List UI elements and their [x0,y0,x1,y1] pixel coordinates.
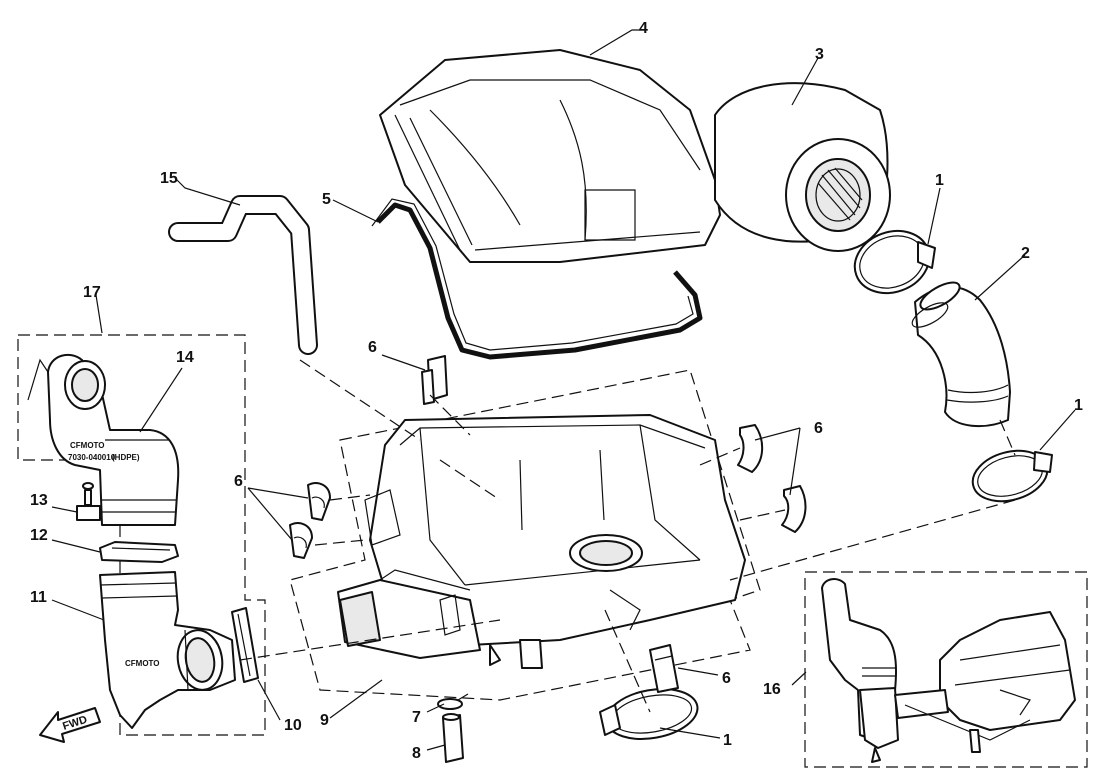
spring-clip-top [421,355,448,405]
group-16-dashed-box [804,571,1088,768]
callout-17: 17 [83,284,101,301]
callout-1-upper: 1 [935,172,944,189]
callout-14: 14 [176,349,194,366]
intake-duct-upper: CFMOTO 7030-040010 (HDPE) [27,353,180,526]
cover-gasket [371,198,703,360]
assembled-airbox-view [821,578,1076,763]
callout-16: 16 [763,681,781,698]
group-9-dashed-box [289,369,761,701]
callout-6-top: 6 [368,339,377,356]
spring-clip-left-a [307,482,331,521]
duct-clamp [231,607,259,683]
leader-lines [51,29,1076,751]
callout-3: 3 [815,46,824,63]
callout-1-right: 1 [1074,397,1083,414]
hose-clamp-lower [599,688,699,740]
callout-6-right: 6 [814,420,823,437]
airbox-lower-housing [337,414,746,669]
spring-clip-right-b [781,485,807,533]
drain-clamp [437,693,469,710]
callout-8: 8 [412,745,421,762]
spring-clip-right-a [737,424,764,473]
intake-duct-lower: CFMOTO [99,571,236,729]
fwd-direction-arrow: FWD [39,707,101,743]
callout-13: 13 [30,492,48,509]
hose-clamp-upper [853,229,936,295]
callout-5: 5 [322,191,331,208]
embossed-brand-lower: CFMOTO [125,659,160,668]
callout-12: 12 [30,527,48,544]
callout-6-left: 6 [234,473,243,490]
callout-4: 4 [639,20,648,37]
callout-7: 7 [412,709,421,726]
spring-clip-left-b [289,522,313,559]
breather-hose [168,195,318,355]
embossed-material: (HDPE) [112,453,140,462]
duct-seal [99,541,179,563]
air-filter-element [714,82,891,252]
embossed-part-number: 7030-040010 [68,453,116,462]
group-17-dashed-box [17,334,266,736]
callout-15: 15 [160,170,178,187]
callout-6-bottom: 6 [722,670,731,687]
drain-tube [442,713,464,763]
callout-1-lower: 1 [723,732,732,749]
grommet-plug [76,482,101,521]
callout-9: 9 [320,712,329,729]
airbox-cover [379,49,721,263]
hose-clamp-right [971,449,1053,503]
embossed-brand-upper: CFMOTO [70,441,105,450]
callout-labels: 4 3 15 5 1 2 17 14 6 1 6 6 13 12 11 16 6… [30,20,1083,762]
callout-11: 11 [30,589,47,606]
callout-2: 2 [1021,245,1030,262]
callout-10: 10 [284,717,302,734]
spring-clip-bottom [649,644,679,693]
intake-elbow-boot [911,281,1011,428]
